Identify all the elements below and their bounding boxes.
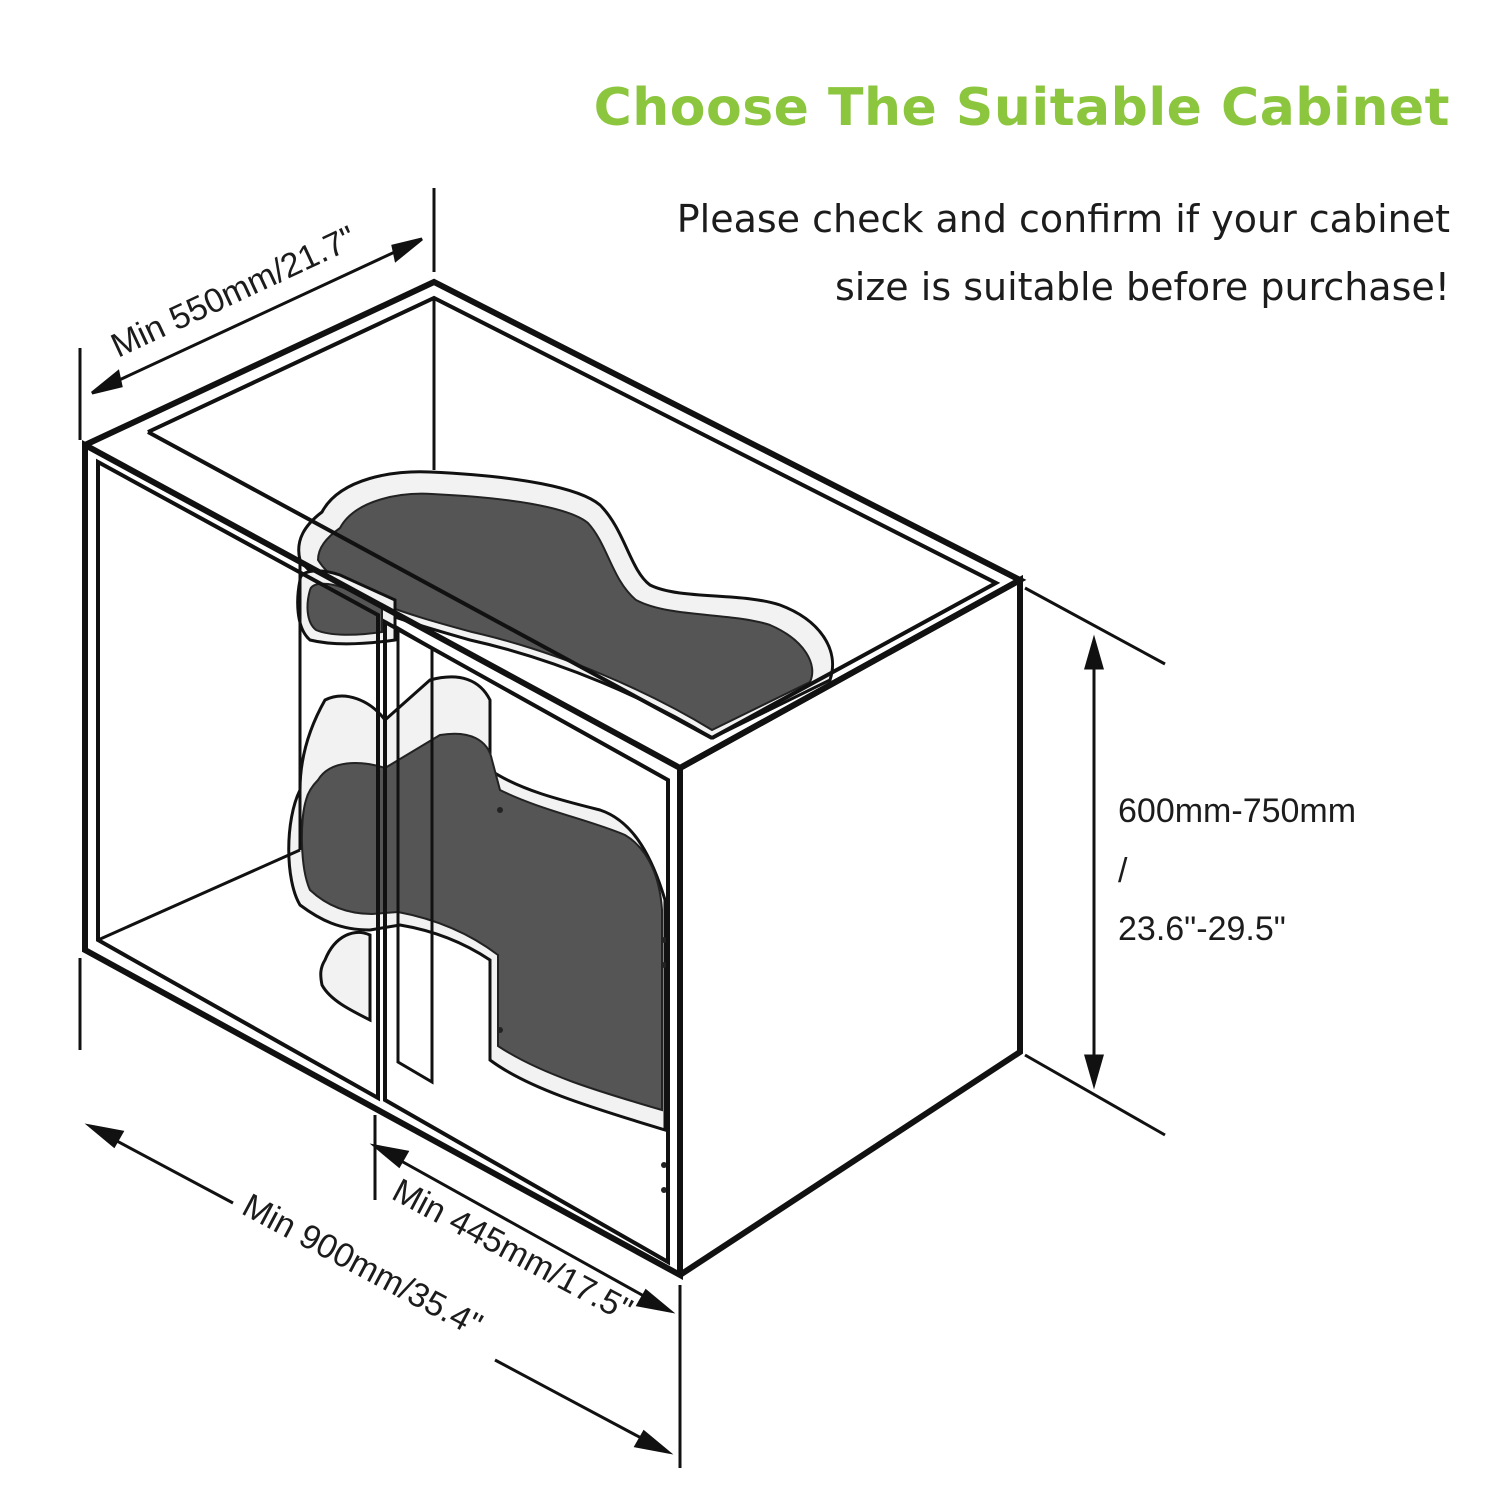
support-pole-marks bbox=[497, 807, 667, 1193]
cabinet-frame bbox=[82, 278, 1027, 1281]
page-subtitle: Please check and confirm if your cabinet… bbox=[677, 185, 1450, 321]
height-separator: / bbox=[1118, 852, 1128, 890]
height-mm-label: 600mm-750mm bbox=[1118, 792, 1356, 830]
lower-shelf-surface bbox=[300, 732, 663, 1112]
height-in-label: 23.6"-29.5" bbox=[1118, 910, 1286, 948]
height-arrow bbox=[1084, 634, 1104, 1090]
shelves bbox=[287, 470, 835, 1193]
subtitle-line-1: Please check and confirm if your cabinet bbox=[676, 197, 1450, 241]
depth-label: Min 550mm/21.7" bbox=[105, 219, 362, 366]
depth-arrow bbox=[91, 237, 423, 395]
dimension-lines bbox=[78, 188, 1166, 1468]
opening-arrow bbox=[369, 1143, 676, 1314]
bottom-shelf-rim bbox=[319, 930, 372, 1023]
page-title: Choose The Suitable Cabinet bbox=[593, 78, 1450, 138]
width-arrow bbox=[84, 1123, 674, 1455]
subtitle-line-2: size is suitable before purchase! bbox=[835, 265, 1450, 309]
